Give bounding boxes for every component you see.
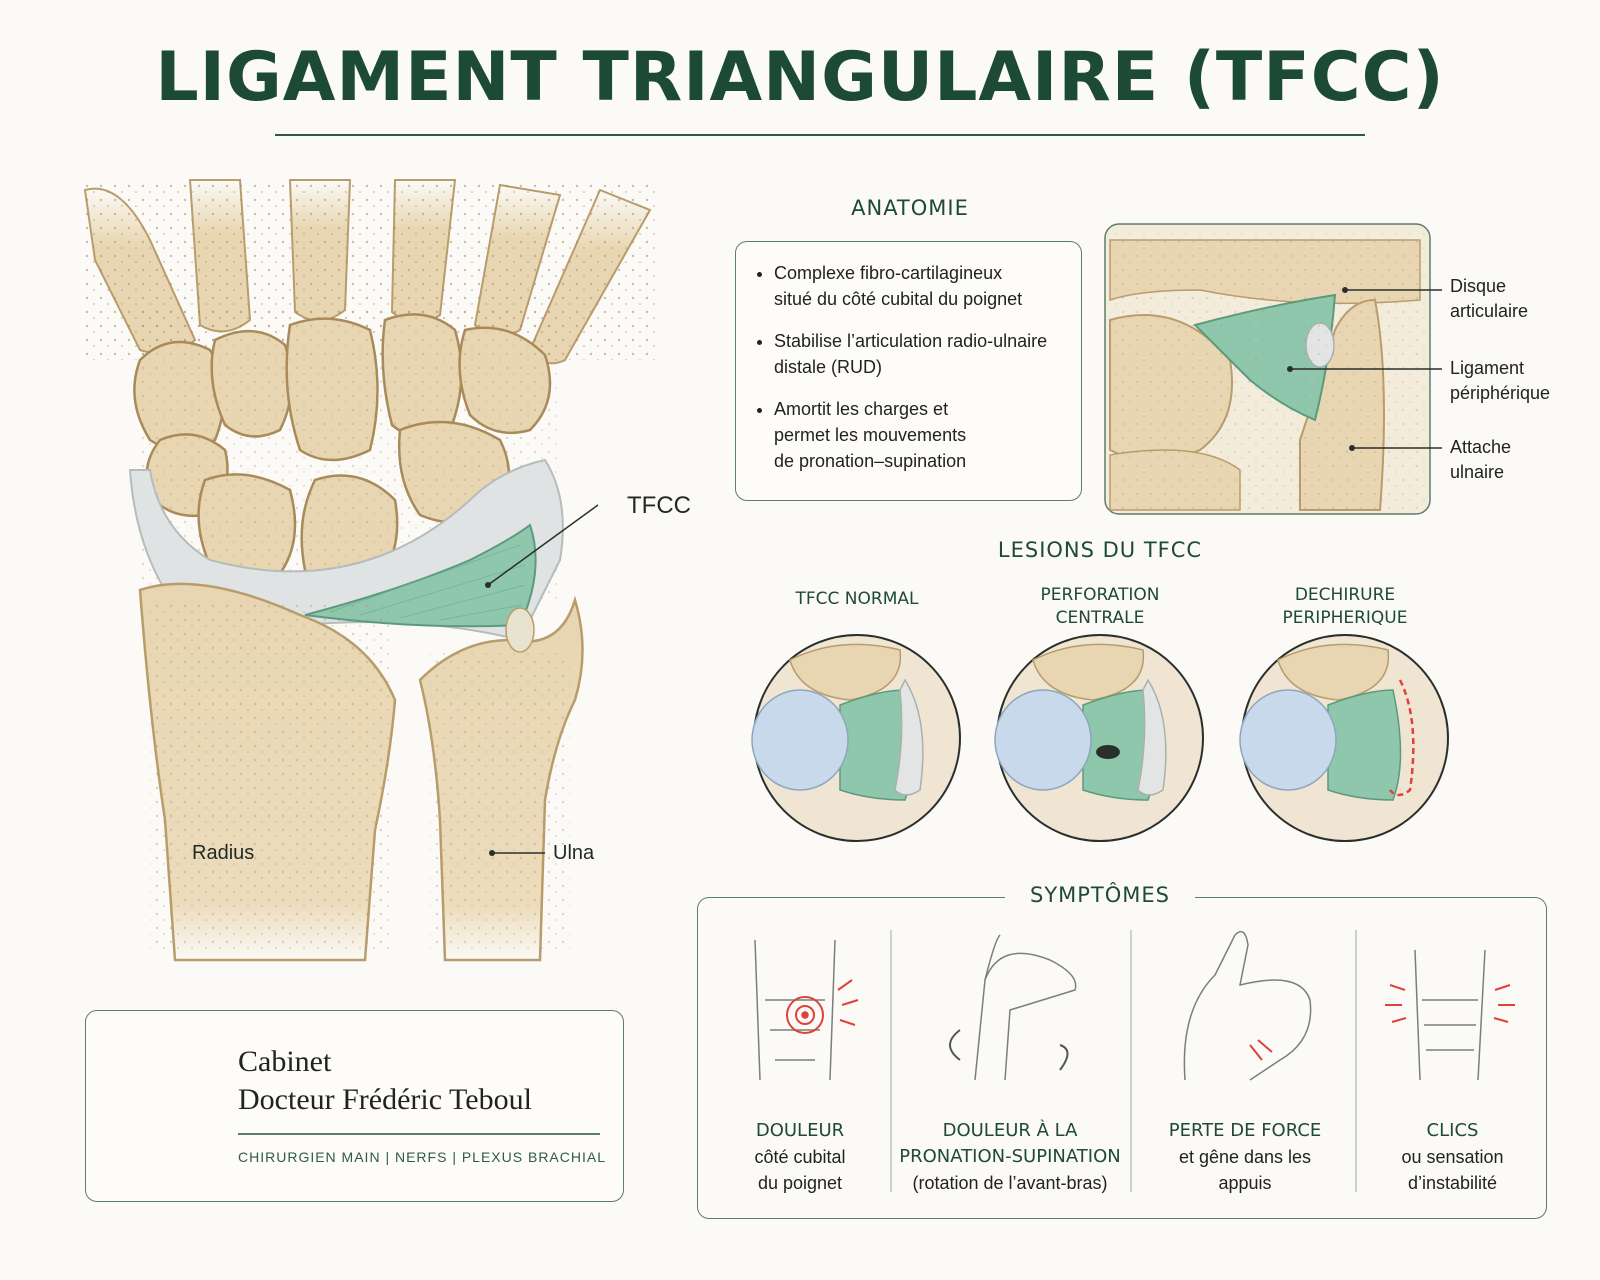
anatomy-detail-illustration [1109,232,1428,512]
wrist-pain-icon [754,939,859,1081]
symptomes-title: SYMPTÔMES [1029,883,1170,907]
symptom-divider [1130,930,1132,1192]
symptom-divider [890,930,892,1192]
lesion-normal-illustration [751,634,961,842]
cabinet-card: Cabinet Docteur Frédéric Teboul CHIRURGI… [85,1010,624,1202]
tfcc-label: TFCC [627,492,691,519]
title-underline [275,134,1365,136]
cabinet-subtitle: CHIRURGIEN MAIN | NERFS | PLEXUS BRACHIA… [238,1149,606,1165]
symptom-pronation: DOULEUR À LA PRONATION-SUPINATION (rotat… [899,1120,1121,1193]
ulna-label: Ulna [553,842,595,864]
lesions-title: LESIONS DU TFCC [997,538,1203,562]
symptom-divider [1355,930,1357,1192]
cabinet-divider [238,1133,600,1135]
cabinet-name: Cabinet Docteur Frédéric Teboul [238,1045,532,1116]
radius-label: Radius [192,842,255,864]
symptom-clics: CLICS ou sensation d’instabilité [1401,1120,1504,1193]
lesion-normal-label: TFCC NORMAL [795,589,919,609]
lesion-peripheral-tear-illustration [1239,634,1449,842]
symptomes-title-wrap: SYMPTÔMES [1005,883,1195,907]
symptom-force: PERTE DE FORCE et gêne dans les appuis [1168,1120,1322,1193]
lesion-central-perforation-illustration [994,634,1204,842]
wrist-click-icon [1385,949,1515,1081]
page-title: LIGAMENT TRIANGULAIRE (TFCC) [155,38,1445,117]
weak-grip-icon [1183,930,1312,1081]
symptom-douleur: DOULEUR côté cubital du poignet [754,1120,846,1193]
anatomie-title: ANATOMIE [851,196,969,220]
rotation-pain-icon [949,934,1077,1081]
anatomie-bullet: Stabilise l’articulation radio-ulnairedi… [774,328,1081,380]
